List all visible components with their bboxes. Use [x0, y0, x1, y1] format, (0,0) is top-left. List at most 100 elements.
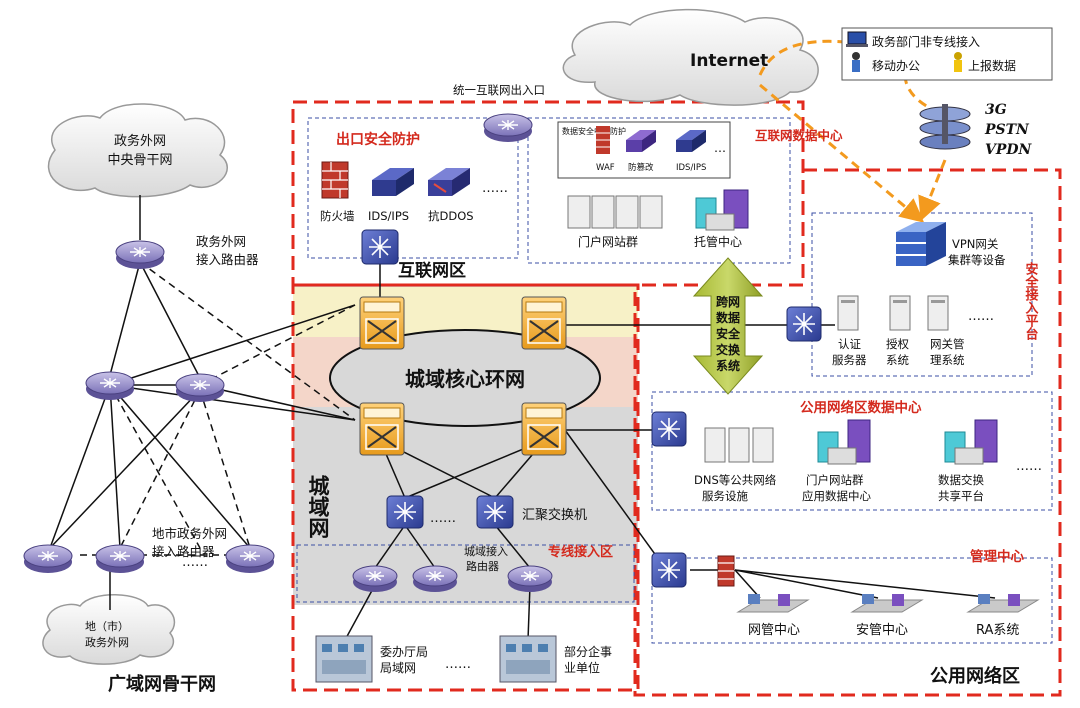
- lan-unit-2-label-1: 部分企事: [564, 644, 612, 659]
- server-label-gw-2: 理系统: [930, 353, 965, 367]
- egress-switch-icon: [361, 229, 399, 265]
- wan-cloud: 政务外网 中央骨干网: [47, 103, 228, 198]
- wan-backup-links: [80, 261, 356, 556]
- wan-zone-label: 广域网骨干网: [108, 673, 216, 695]
- unified-exit-label: 统一互联网出入口: [453, 83, 545, 97]
- portal-dc-icon: [817, 419, 871, 465]
- building-icon: [499, 635, 557, 683]
- data-exchange-platform-icon: [944, 419, 998, 465]
- vpn-gateway-icon: [896, 222, 946, 266]
- city-router-label-2: 接入路由器: [152, 544, 215, 559]
- server-label-authz-2: 系统: [886, 353, 909, 367]
- router-icon: [225, 544, 275, 573]
- lan-ellipsis: ……: [445, 657, 471, 672]
- egress-device-ddos: 抗DDOS: [428, 209, 474, 223]
- secure-switch-icon: [786, 306, 822, 342]
- dns-servers-icon: [704, 427, 774, 463]
- router-icon: [115, 240, 165, 269]
- router-icon: [412, 565, 458, 592]
- workstation-icon: [966, 594, 1040, 613]
- metro-access-router-label-2: 路由器: [466, 559, 499, 573]
- public-switch-icon: [651, 411, 687, 447]
- dc-ids-icon: [676, 130, 706, 152]
- egress-security-box: [307, 117, 519, 259]
- remote-user-label-3: 上报数据: [968, 58, 1016, 73]
- remote-users-box: 政务部门非专线接入 移动办公 上报数据: [841, 27, 1053, 81]
- access-type-3g: 3G: [985, 102, 1007, 118]
- wan-access-router-label-1: 政务外网: [196, 234, 246, 249]
- access-type-pstn: PSTN: [984, 122, 1030, 138]
- hosting-center-icon: [695, 189, 749, 231]
- server-label-gw-1: 网关管: [930, 337, 965, 351]
- agg-switch-label: 汇聚交换机: [522, 507, 587, 523]
- workstation-icon: [850, 594, 924, 613]
- public-zone-border: [633, 168, 1062, 697]
- public-dc-item-2-label-2: 应用数据中心: [802, 489, 871, 503]
- router-icon: [483, 113, 533, 142]
- lan-unit-1-label-1: 委办厅局: [380, 644, 428, 659]
- server-label-auth-1: 认证: [838, 337, 861, 351]
- agg-switch-icon: [386, 495, 424, 529]
- lan-unit-2-label-2: 业单位: [564, 660, 600, 675]
- public-dc-item-2-label-1: 门户网站群: [806, 473, 864, 487]
- firewall-icon: [321, 161, 349, 199]
- lan-unit-1-label-2: 局域网: [380, 661, 416, 675]
- routers: [23, 113, 553, 592]
- router-icon: [95, 544, 145, 573]
- workstation-icon: [736, 594, 810, 613]
- mobile-user-icon: [852, 52, 860, 72]
- metro-zone-label: 城域网: [306, 474, 330, 538]
- secure-servers: [837, 295, 949, 331]
- agg-ellipsis: ……: [430, 511, 456, 526]
- router-icon: [507, 565, 553, 592]
- access-type-vpdn: VPDN: [985, 142, 1033, 158]
- core-switches: [359, 296, 567, 456]
- internet-label: Internet: [690, 51, 768, 71]
- portal-cluster-label: 门户网站群: [578, 234, 638, 249]
- city-cloud-label-2: 政务外网: [85, 635, 129, 649]
- zone-borders: [291, 100, 1062, 697]
- exchange-arrow-icon: [692, 257, 764, 395]
- dc-device-tamper: 防篡改: [628, 162, 654, 173]
- server-label-authz-1: 授权: [886, 337, 909, 351]
- server-label-auth-2: 服务器: [832, 353, 867, 367]
- metro-zone-border: [291, 283, 640, 692]
- mgmt-firewall-icon: [717, 555, 735, 587]
- internet-cloud: Internet: [562, 8, 819, 106]
- dc-device-ellipsis: …: [714, 141, 726, 155]
- laptop-icon: [846, 31, 868, 47]
- hosting-center-label: 托管中心: [694, 234, 742, 249]
- vpn-label-2: 集群等设备: [948, 253, 1006, 267]
- router-icon: [175, 373, 225, 402]
- router-icon: [85, 371, 135, 400]
- dc-device-waf: WAF: [596, 163, 615, 173]
- egress-device-firewall: 防火墙: [320, 209, 355, 223]
- core-switch-icon: [521, 296, 567, 350]
- city-router-label-1: 地市政务外网: [152, 526, 227, 541]
- exchange-label-4: 交换: [716, 342, 741, 357]
- internet-zone-label: 互联网区: [398, 261, 466, 281]
- public-dc-item-3-label-2: 共享平台: [938, 489, 984, 503]
- access-switches: [361, 229, 822, 588]
- mgmt-center-title: 管理中心: [970, 548, 1024, 565]
- gateway-mgmt-server-icon: [927, 295, 949, 331]
- ids-ips-icon: [372, 168, 414, 196]
- wan-access-router-label-2: 接入路由器: [196, 252, 259, 267]
- dedicated-access-label: 专线接入区: [548, 544, 613, 560]
- vpn-label-1: VPN网关: [952, 237, 999, 251]
- auth-server-icon: [837, 295, 859, 331]
- secure-access-box: [811, 212, 1033, 377]
- portal-server-cluster-icon: [567, 195, 663, 229]
- anti-tamper-icon: [626, 130, 656, 152]
- secure-server-ellipsis: ……: [968, 309, 994, 324]
- exchange-label-1: 跨网: [716, 295, 740, 309]
- access-server-stack-icon: [919, 104, 971, 150]
- core-ring-label: 城域核心环网: [405, 367, 525, 391]
- router-icon: [23, 544, 73, 573]
- wan-cloud-label-1: 政务外网: [114, 133, 166, 149]
- authz-server-icon: [889, 295, 911, 331]
- anti-ddos-icon: [428, 168, 470, 196]
- internet-dc-title: 互联网数据中心: [755, 128, 843, 143]
- city-router-ellipsis: ……: [182, 555, 208, 570]
- public-dc-item-3-label-1: 数据交换: [938, 473, 984, 487]
